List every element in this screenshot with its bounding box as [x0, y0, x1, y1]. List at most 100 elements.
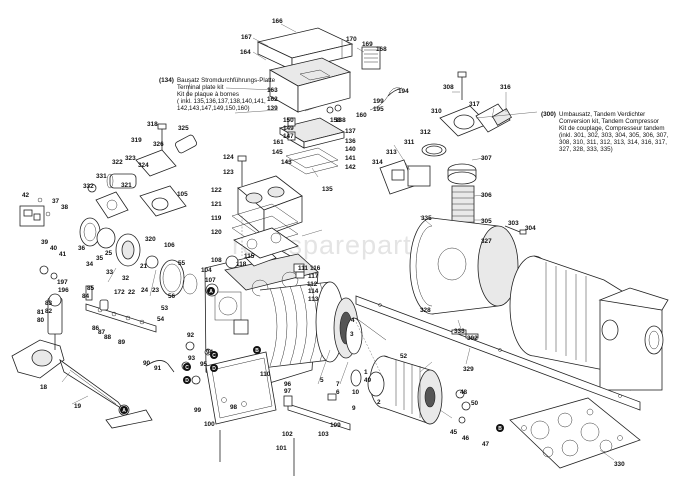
part-label: 55: [178, 260, 186, 267]
svg-text:D: D: [212, 366, 216, 372]
part-label: 328: [420, 307, 431, 314]
part-label: 81: [37, 309, 45, 316]
part-label: 327: [481, 238, 492, 245]
part-label: 2: [377, 399, 381, 406]
part-label: 169: [362, 41, 373, 48]
crankshaft-group: [11, 285, 212, 416]
part-label: 112: [307, 281, 318, 288]
part-label: 194: [398, 88, 409, 95]
part-label: 143: [281, 159, 292, 166]
part-label: 80: [37, 317, 45, 324]
part-label: 36: [78, 245, 86, 252]
part-label: 170: [346, 36, 357, 43]
part-label: 118: [236, 261, 247, 268]
marker-b-2: B: [253, 346, 261, 354]
marker-d: D: [183, 376, 191, 384]
part-label: 120: [211, 229, 222, 236]
svg-text:Umbausatz, Tandem Verdichter: Umbausatz, Tandem Verdichter: [559, 111, 645, 118]
part-label: 103: [318, 431, 329, 438]
part-label: 1: [364, 369, 368, 376]
part-label: 6: [336, 389, 340, 396]
part-label: 53: [161, 305, 169, 312]
part-label: 119: [211, 215, 222, 222]
part-label: 320: [145, 236, 156, 243]
part-label: 46: [462, 435, 470, 442]
part-label: 90: [143, 360, 151, 367]
part-label: 91: [154, 365, 162, 372]
part-label: 161: [273, 139, 284, 146]
left-parts-group: [19, 123, 198, 297]
part-label: 199: [373, 98, 384, 105]
part-label: 108: [211, 257, 222, 264]
part-label: 324: [138, 162, 149, 169]
part-label: 35: [96, 255, 104, 262]
part-label: 86: [92, 325, 100, 332]
part-label: 138: [335, 117, 346, 124]
part-label: 304: [525, 225, 536, 232]
part-label: 311: [404, 139, 415, 146]
part-label: 139: [267, 105, 278, 112]
part-label: 166: [272, 18, 283, 25]
part-label: 47: [482, 441, 490, 448]
part-label: 94: [206, 349, 214, 356]
reference-markers: A A B B C C D D: [120, 287, 504, 432]
part-label: 164: [240, 49, 251, 56]
part-label: 88: [104, 334, 112, 341]
part-label: 95: [200, 361, 208, 368]
svg-text:(300): (300): [541, 111, 556, 118]
part-label: 4: [351, 317, 355, 324]
part-label: 140: [345, 146, 356, 153]
part-label: 45: [450, 429, 458, 436]
tandem-kit-group: [379, 71, 527, 235]
part-label: 117: [308, 273, 319, 280]
part-label: 326: [153, 141, 164, 148]
svg-text:327, 328, 333, 335): 327, 328, 333, 335): [559, 146, 613, 153]
tandem-kit-note: (300) Umbausatz, Tandem Verdichter Conve…: [541, 111, 669, 153]
motor-parts-group: [105, 351, 471, 476]
part-label: 167: [241, 34, 252, 41]
terminal-kit-note: (134) Bausatz Stromdurchführungs-Platte …: [159, 77, 276, 112]
svg-text:( inkl. 135,136,137,138,140,14: ( inkl. 135,136,137,138,140,141,: [177, 98, 266, 105]
part-label: 93: [188, 355, 196, 362]
part-label: 99: [194, 407, 202, 414]
part-label: 7: [336, 381, 340, 388]
marker-b: B: [496, 424, 504, 432]
svg-text:142,143,147,149,150,160): 142,143,147,149,150,160): [177, 105, 250, 112]
part-label: 9: [352, 405, 356, 412]
part-label: 98: [230, 404, 238, 411]
part-label: 142: [345, 164, 356, 171]
part-label: 317: [469, 101, 480, 108]
marker-a: A: [120, 406, 128, 414]
svg-text:C: C: [185, 365, 189, 371]
svg-text:Conversion kit, Tandem Compres: Conversion kit, Tandem Compressor: [559, 118, 659, 125]
part-label: 40: [50, 245, 58, 252]
part-label: 10: [352, 389, 360, 396]
part-label: 110: [260, 371, 271, 378]
part-label: 196: [58, 287, 69, 294]
part-label: 21: [140, 263, 148, 270]
part-label: 136: [345, 138, 356, 145]
part-label: 333: [454, 328, 465, 335]
part-label: 325: [178, 125, 189, 132]
part-label: 105: [177, 191, 188, 198]
part-label: 124: [223, 154, 234, 161]
part-label: 48: [460, 389, 468, 396]
part-label: 323: [125, 155, 136, 162]
part-label: 330: [614, 461, 625, 468]
part-label: 87: [98, 329, 106, 336]
part-label: 160: [356, 112, 367, 119]
svg-text:B: B: [498, 426, 502, 432]
part-label: 308: [443, 84, 454, 91]
part-label: 82: [45, 308, 53, 315]
svg-text:C: C: [212, 353, 216, 359]
part-label: 54: [157, 316, 165, 323]
part-label: 329: [463, 366, 474, 373]
part-label: 39: [41, 239, 49, 246]
part-label: 141: [345, 155, 356, 162]
svg-text:(134): (134): [159, 77, 174, 84]
part-label: 172: [114, 289, 125, 296]
part-label: 97: [284, 388, 292, 395]
part-label: 306: [481, 192, 492, 199]
part-label: 335: [421, 215, 432, 222]
